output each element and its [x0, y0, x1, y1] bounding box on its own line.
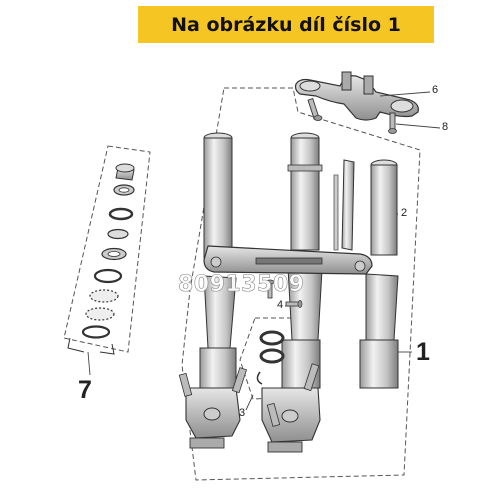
screw-set-4 [265, 279, 303, 308]
axle-mount-right [261, 363, 321, 453]
callout-1: 1 [416, 338, 430, 366]
axle-mount-left [178, 367, 248, 449]
clamp-bolt-8 [388, 112, 397, 134]
fork-leg-right [359, 159, 399, 389]
callout-2: 2 [401, 207, 408, 219]
callout-6: 6 [432, 84, 439, 96]
fork-leg-front [199, 132, 237, 389]
callout-8: 8 [442, 121, 449, 133]
clamp-bolt-left [307, 97, 323, 121]
lower-triple-clamp [203, 245, 373, 275]
banner-text: Na obrázku díl číslo 1 [171, 13, 401, 36]
fork-seal-kit [256, 330, 285, 385]
bearing-set-outline [63, 145, 151, 353]
watermark: 80913509 [178, 272, 305, 298]
callout-3: 3 [239, 407, 246, 419]
fork-assembly-outline [181, 87, 421, 481]
callout-4: 4 [277, 299, 284, 311]
part-number-banner: Na obrázku díl číslo 1 [138, 6, 434, 43]
steering-stem [333, 159, 355, 251]
fork-leg-left [281, 132, 323, 389]
upper-triple-clamp [294, 71, 419, 121]
callout-7: 7 [78, 376, 92, 404]
steering-bearing-set [67, 163, 135, 355]
